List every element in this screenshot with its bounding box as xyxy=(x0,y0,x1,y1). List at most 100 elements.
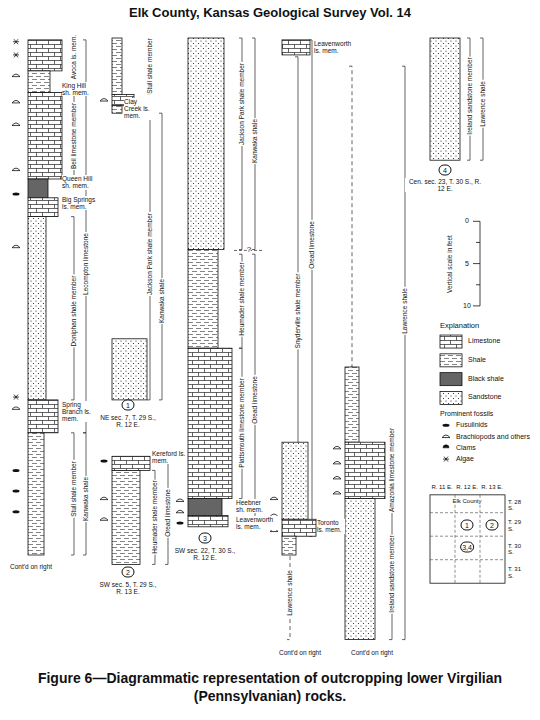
callout-number: 1 xyxy=(122,399,135,410)
text-label: SW sec. 22, T. 30 S., R. 12 E. xyxy=(174,547,236,561)
fossil-symbol xyxy=(13,490,20,493)
text-label: Heebner sh. mem. xyxy=(236,499,270,513)
unit-label: Amazonia limestone member xyxy=(388,427,395,513)
unit-label: Stull shale member xyxy=(70,460,77,518)
rock-bed xyxy=(28,198,58,217)
unit-label: Oread limestone xyxy=(164,488,171,538)
fossil-symbol xyxy=(100,497,108,500)
unit-label: Lecompton limestone xyxy=(82,232,89,296)
fossil-symbol xyxy=(13,193,20,196)
unit-bracket xyxy=(349,66,352,367)
fossil-symbol xyxy=(333,446,341,449)
unit-label: Stull shale member xyxy=(146,37,153,95)
text-label: Clay Creek ls. mem. xyxy=(124,98,154,119)
rock-bed xyxy=(112,339,147,400)
legend-label: Limestone xyxy=(468,337,500,345)
callout-number: 2 xyxy=(486,519,499,530)
fossil-symbol xyxy=(13,510,20,513)
legend-label: Brachiopods and others xyxy=(456,433,530,441)
unit-bracket xyxy=(159,113,162,400)
township-line xyxy=(430,536,505,537)
fossil-symbol xyxy=(101,460,108,463)
rock-bed xyxy=(282,442,308,519)
rock-bed xyxy=(188,250,218,349)
text-label: R. 12 E. xyxy=(456,484,478,491)
township-line xyxy=(430,512,505,513)
unit-label: Lawrence shale xyxy=(479,80,486,128)
unit-label: Heumader shale member xyxy=(151,480,158,555)
unit-label: Kanwaka shale xyxy=(158,278,165,324)
text-label: T. 30 S. xyxy=(508,543,524,556)
unit-label: Jackson Park shale member xyxy=(146,212,153,296)
legend-label: Black shale xyxy=(468,375,504,383)
fossil-symbol xyxy=(100,518,108,521)
fossil-symbol xyxy=(12,245,20,248)
text-label: King Hill sh. mem. xyxy=(62,82,92,96)
rock-bed xyxy=(112,38,122,94)
text-label: 5 xyxy=(465,260,469,268)
rock-bed xyxy=(28,217,46,400)
rock-bed xyxy=(345,367,359,442)
fossil-symbol xyxy=(13,469,20,472)
fossil-symbol xyxy=(100,99,108,102)
callout-number: 2 xyxy=(122,566,135,577)
unit-label: Snyderville shale member xyxy=(294,272,301,349)
text-label: SW sec. 5, T. 29 S., R. 13 E. xyxy=(99,581,157,595)
county-map xyxy=(430,495,505,583)
fossil-symbol xyxy=(12,74,20,77)
fossil-symbol xyxy=(333,461,341,464)
legend-label: Fusulinids xyxy=(456,421,488,429)
text-label: Toronto ls. mem. xyxy=(317,519,345,533)
fossil-symbol xyxy=(443,445,449,448)
fossil-symbol xyxy=(177,522,184,525)
fossil-symbol xyxy=(442,435,450,438)
text-label: Cont'd on right xyxy=(351,649,393,656)
text-label: Leavenworth ls. mem. xyxy=(236,516,280,530)
fossil-symbol xyxy=(13,395,19,400)
fossil-symbol xyxy=(333,476,341,479)
rock-bed xyxy=(282,536,296,555)
fossil-symbol xyxy=(333,491,341,494)
rock-bed xyxy=(28,433,44,555)
callout-number: 1 xyxy=(461,519,474,530)
unit-label: Ireland sandstone member xyxy=(466,57,473,136)
rock-bed xyxy=(28,71,50,93)
unit-label: Oread limestone xyxy=(251,375,258,425)
rock-bed xyxy=(345,499,375,640)
text-label: Big Springs ls. mem. xyxy=(62,196,96,210)
callout-number: 3 xyxy=(199,533,212,544)
unit-label: Vertical scale in feet xyxy=(446,234,453,294)
unit-bracket xyxy=(402,66,405,639)
text-label: Queen Hill sh. mem. xyxy=(62,175,96,189)
range-line xyxy=(455,495,456,583)
scale-tick xyxy=(473,263,480,264)
unit-label: Lawrence shale xyxy=(401,287,408,335)
text-label: Kereford ls. mem. xyxy=(152,450,186,464)
rock-bed xyxy=(188,499,222,516)
text-label: Cont'd on right xyxy=(10,563,52,570)
rock-bed xyxy=(28,93,62,179)
fossil-symbol xyxy=(443,457,449,462)
unit-label: Avoca ls. mem. xyxy=(70,34,77,80)
text-label: Spring Branch ls. mem. xyxy=(62,401,92,422)
unit-bracket xyxy=(309,40,312,536)
fossil-symbol xyxy=(12,123,20,126)
rock-bed xyxy=(28,400,58,433)
text-label: T. 31 S. xyxy=(508,566,524,579)
rock-bed xyxy=(282,519,316,536)
text-label: ? xyxy=(247,246,251,255)
text-label: Leavenworth ls. mem. xyxy=(314,40,358,54)
unit-label: Oread limestone xyxy=(308,220,315,270)
text-label: 10 xyxy=(463,302,471,310)
text-label: Explanation xyxy=(440,322,479,330)
fossil-symbol xyxy=(176,510,184,513)
unit-label: Beil limestone member xyxy=(70,102,77,170)
legend-label: Clams xyxy=(456,444,476,452)
fossil-symbol xyxy=(270,497,278,500)
unit-label: Kanwaka shale xyxy=(82,476,89,522)
scale-tick xyxy=(476,284,480,285)
fossil-symbol xyxy=(443,424,450,427)
rock-bed xyxy=(188,348,232,498)
fossil-symbol xyxy=(13,39,19,44)
